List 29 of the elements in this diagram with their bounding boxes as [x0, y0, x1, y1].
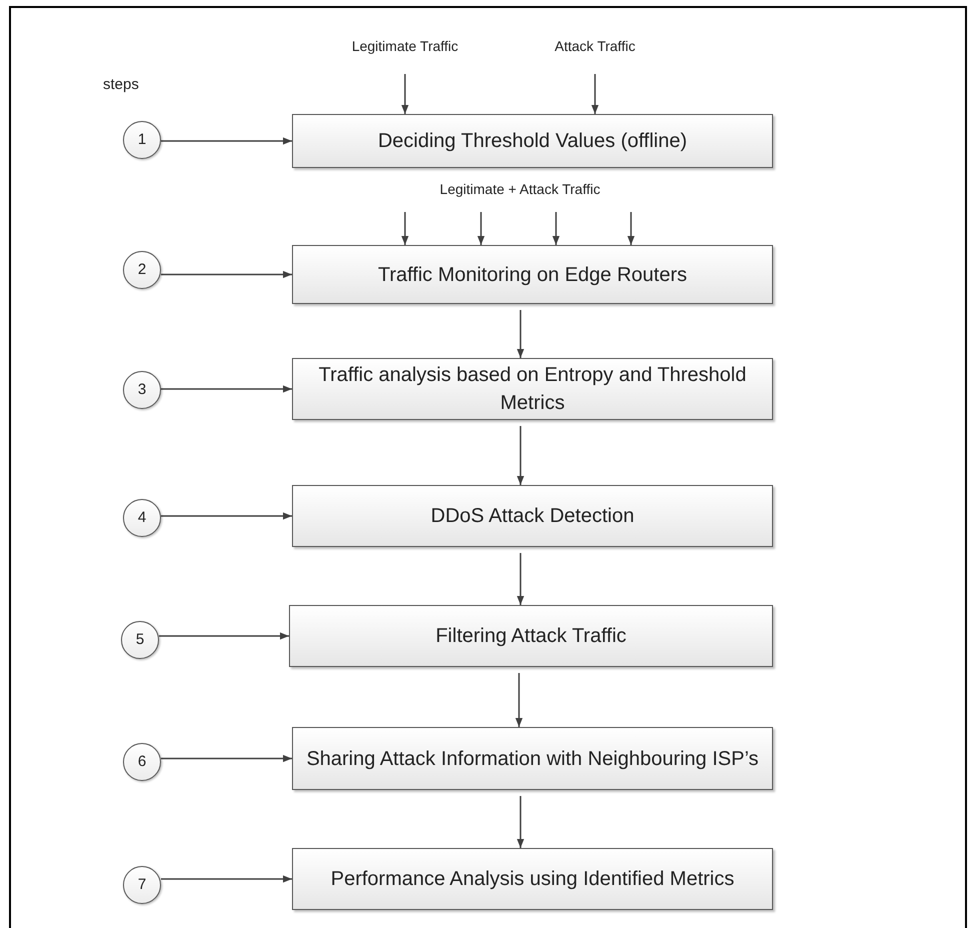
traffic-label: Legitimate + Attack Traffic [400, 178, 640, 200]
arrow [516, 426, 524, 485]
process-box: Traffic Monitoring on Edge Routers [292, 245, 773, 304]
arrow [515, 673, 523, 727]
traffic-label: Attack Traffic [545, 24, 645, 68]
arrow [627, 212, 635, 245]
arrow [161, 137, 292, 145]
arrow [161, 270, 292, 278]
arrow [552, 212, 560, 245]
arrow [591, 74, 599, 114]
process-box: Performance Analysis using Identified Metrics [292, 848, 773, 910]
process-box: Deciding Threshold Values (offline) [292, 114, 773, 168]
arrow [516, 796, 524, 848]
arrow [401, 74, 409, 114]
traffic-label: Legitimate Traffic [350, 24, 460, 68]
arrow [161, 385, 292, 393]
arrow [161, 754, 292, 762]
process-box: Sharing Attack Information with Neighbouring ISP’s [292, 727, 773, 790]
arrow [159, 632, 289, 640]
process-box: Traffic analysis based on Entropy and Threshold Metrics [292, 358, 773, 420]
arrow [161, 512, 292, 520]
arrow [516, 553, 524, 605]
process-box: Filtering Attack Traffic [289, 605, 773, 667]
steps-heading: steps [103, 75, 139, 95]
process-box: DDoS Attack Detection [292, 485, 773, 547]
arrow [477, 212, 485, 245]
arrow [401, 212, 409, 245]
arrow [516, 310, 524, 358]
arrow [161, 875, 292, 883]
